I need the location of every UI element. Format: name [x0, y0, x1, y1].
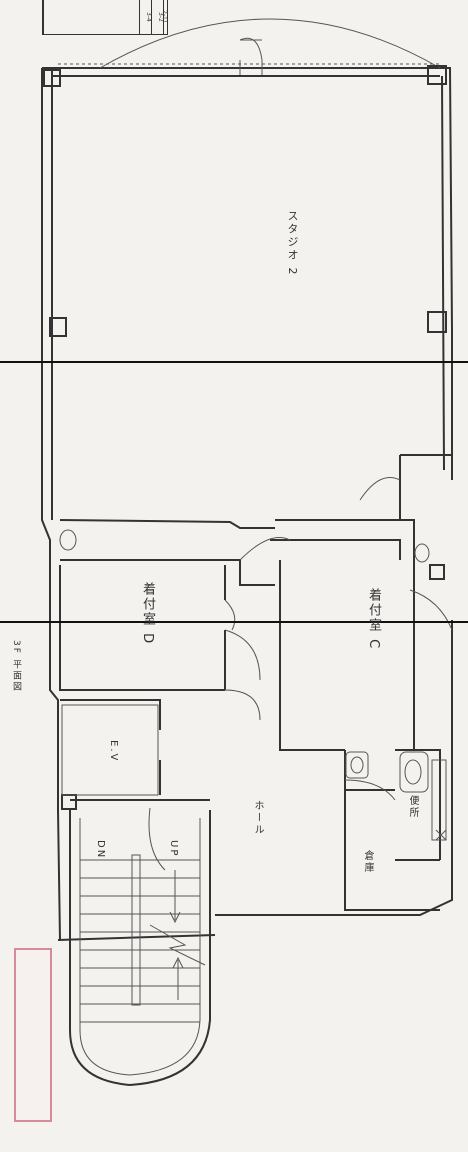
restroom-fixtures — [345, 751, 447, 841]
studio-curved-wall — [99, 18, 441, 69]
legend-cell: 3-2 — [151, 0, 164, 34]
room-label-c: 着付室 C — [366, 588, 381, 651]
studio-door — [239, 37, 263, 75]
approval-stamp — [14, 948, 52, 1122]
room-label-studio: スタジオ 2 — [286, 210, 299, 277]
room-label-restroom: 便所 — [407, 795, 418, 819]
interior-walls — [57, 454, 452, 941]
doors — [148, 477, 453, 871]
room-label-storage: 倉庫 — [362, 850, 373, 874]
room-label-elevator: E.V — [108, 740, 119, 763]
staircase — [69, 810, 211, 1087]
room-label-d: 着付室 D — [140, 582, 155, 646]
elevator-shaft — [61, 704, 159, 796]
floor-label: 3F 平面図 — [11, 640, 21, 693]
legend-cell — [43, 0, 56, 34]
stairs-up-label: UP — [168, 840, 179, 858]
legend-cell: 2-11 — [161, 0, 168, 34]
title-block-fragment: 3-4 3-2 2-11 — [42, 0, 168, 35]
sinks — [59, 529, 430, 563]
room-label-hall: ホール — [252, 800, 263, 836]
stairs-down-label: DN — [95, 840, 106, 860]
columns — [43, 65, 447, 810]
legend-cell: 3-4 — [139, 0, 152, 34]
outer-walls — [41, 67, 453, 941]
